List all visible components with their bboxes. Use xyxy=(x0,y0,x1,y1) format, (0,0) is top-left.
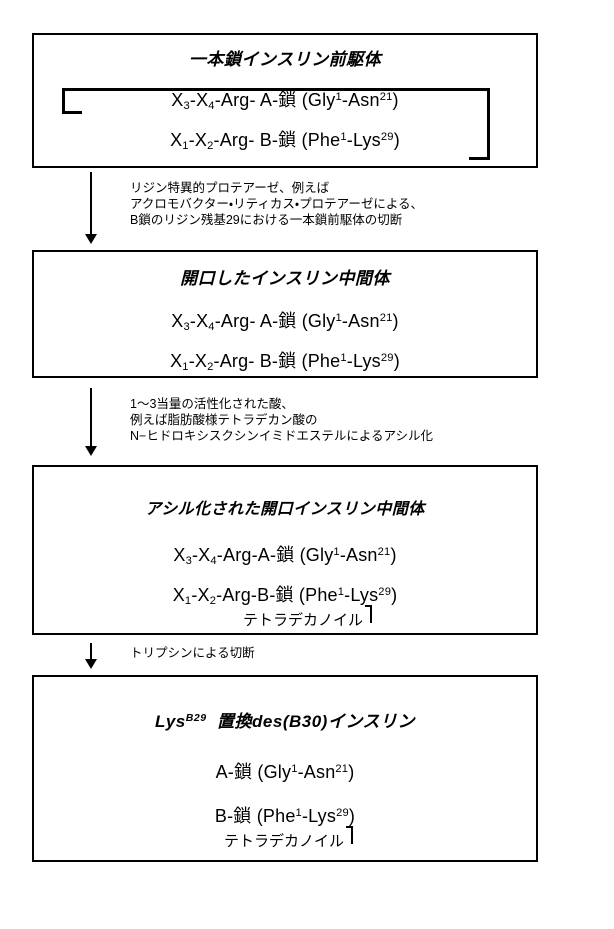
arrow-trypsin-cleavage xyxy=(85,643,99,673)
arrow-head xyxy=(85,659,97,669)
process-box-acylated-open-intermediate: アシル化された開口インスリン中間体 X3-X4-Arg-A-鎖 (Gly1-As… xyxy=(32,465,538,635)
arrow-acylation xyxy=(85,388,99,460)
annotation-line: 例えば脂肪酸様テトラデカン酸の xyxy=(130,413,318,427)
formula-b-chain-final: B-鎖 (Phe1-Lys29) xyxy=(214,806,356,826)
annotation-lysine-protease-cleavage: リジン特異的プロテアーゼ、例えばアクロモバクター・リティカス・プロテアーゼによる… xyxy=(130,180,423,228)
formula-a-chain-open-intermediate: X3-X4-Arg- A-鎖 (Gly1-Asn21) xyxy=(171,311,399,334)
formula-b-chain-open-intermediate: X1-X2-Arg- B-鎖 (Phe1-Lys29) xyxy=(170,351,400,374)
annotation-acylation: 1〜3当量の活性化された酸、例えば脂肪酸様テトラデカン酸の N−ヒドロキシスクシン… xyxy=(130,396,433,444)
annotation-line: 1〜3当量の活性化された酸、 xyxy=(130,397,294,411)
formula-b-chain-acylated: X1-X2-Arg-B-鎖 (Phe1-Lys29) xyxy=(172,585,398,608)
acyl-group-label-acylated: テトラデカノイル xyxy=(34,604,536,630)
formula-a-chain-final: A-鎖 (Gly1-Asn21) xyxy=(215,762,355,782)
process-box-open-insulin-intermediate: 開口したインスリン中間体 X3-X4-Arg- A-鎖 (Gly1-Asn21)… xyxy=(32,250,538,378)
arrow-lysine-protease-cleavage xyxy=(85,172,99,246)
acyl-group-label-final: テトラデカノイル xyxy=(34,825,536,851)
formula-b-chain-precursor: X1-X2-Arg- B-鎖 (Phe1-Lys29) xyxy=(170,130,400,153)
annotation-line: アクロモバクター・リティカス・プロテアーゼによる、 xyxy=(130,197,424,211)
arrow-shaft xyxy=(90,643,92,661)
acyl-linkage-hook-icon xyxy=(363,604,373,629)
title-remainder: 置換des(B30)インスリン xyxy=(217,712,416,731)
formula-a-chain-acylated: X3-X4-Arg-A-鎖 (Gly1-Asn21) xyxy=(173,545,397,568)
annotation-line: トリプシンによる切断 xyxy=(130,646,255,660)
box-title-lys-b29-des-b30-insulin: LysB29 置換des(B30)インスリン xyxy=(34,707,536,732)
process-box-single-chain-precursor: 一本鎖インスリン前駆体 X3-X4-Arg- A-鎖 (Gly1-Asn21) … xyxy=(32,33,538,168)
box-title-single-chain-precursor: 一本鎖インスリン前駆体 xyxy=(188,50,382,69)
arrow-head xyxy=(85,446,97,456)
arrow-shaft xyxy=(90,388,92,448)
box-title-open-insulin-intermediate: 開口したインスリン中間体 xyxy=(180,269,390,288)
arrow-head xyxy=(85,234,97,244)
box-title-acylated-open-intermediate: アシル化された開口インスリン中間体 xyxy=(145,501,425,518)
arrow-shaft xyxy=(90,172,92,236)
annotation-trypsin-cleavage: トリプシンによる切断 xyxy=(130,645,255,661)
title-lys-superscript: B29 xyxy=(185,712,207,725)
formula-a-chain-precursor: X3-X4-Arg- A-鎖 (Gly1-Asn21) xyxy=(171,90,399,113)
annotation-line: B鎖のリジン残基29における一本鎖前駆体の切断 xyxy=(130,213,403,227)
annotation-line: リジン特異的プロテアーゼ、例えば xyxy=(130,181,330,195)
annotation-line: N−ヒドロキシスクシンイミドエステルによるアシル化 xyxy=(130,429,433,443)
process-box-lys-b29-des-b30-insulin: LysB29 置換des(B30)インスリン A-鎖 (Gly1-Asn21) … xyxy=(32,675,538,862)
acyl-linkage-hook-icon xyxy=(344,825,354,850)
title-lys-prefix: Lys xyxy=(154,712,186,731)
